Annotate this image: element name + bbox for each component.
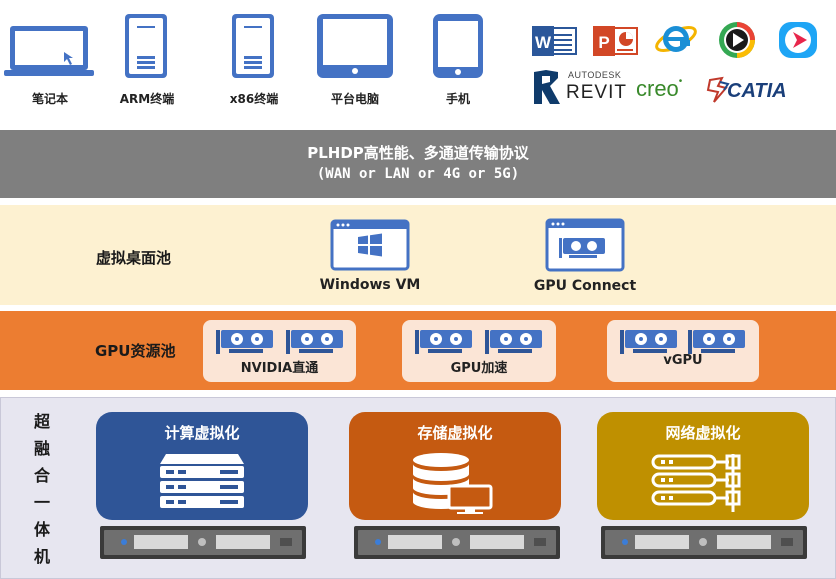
hci-band: 超 融 合 一 体 机 计算虚拟化 存储虚拟化 [0,397,836,579]
gpu-card-acceleration: GPU加速 [402,320,556,382]
network-virtualization-box: 网络虚拟化 [597,412,809,520]
gpu-card-label: GPU加速 [450,361,508,376]
rack-server-icon [601,526,807,559]
protocol-subtitle: (WAN or LAN or 4G or 5G) [316,166,520,182]
revit-name: REVIT [566,82,627,103]
vdi-pool-title: 虚拟桌面池 [96,249,172,267]
vdi-item-label: GPU Connect [533,278,637,294]
virt-box-label: 网络虚拟化 [665,424,741,442]
device-label: 手机 [445,92,470,106]
internet-explorer-icon [655,26,697,52]
video-app-icon [779,22,817,58]
gpu-card-label: NVIDIA直通 [240,361,319,376]
gpu-window-icon [545,218,625,272]
virt-box-label: 存储虚拟化 [417,424,493,442]
thin-client-icon [125,14,167,78]
rack-server-icon [100,526,306,559]
device-tablet: 平台电脑 [305,10,405,110]
gpu-card-icon [415,330,472,354]
hci-title-char: 超 [33,412,50,431]
creo-name: creo [636,76,679,101]
hci-title: 超 融 合 一 体 机 [31,408,53,570]
media-player-icon [719,22,755,58]
phone-icon [433,14,483,78]
hci-title-char: 一 [33,493,50,512]
device-x86-terminal: x86终端 [204,10,304,110]
vdi-pool-band: 虚拟桌面池 Windows VM GPU Connect [0,205,836,305]
creo-logo: creo• [636,76,683,101]
network-icon [651,454,741,512]
gpu-pool-title: GPU资源池 [95,342,176,360]
gpu-card-label: vGPU [663,353,703,368]
gpu-card-icon [216,330,273,354]
powerpoint-letter: P [598,33,609,52]
device-label: x86终端 [229,92,279,106]
virt-box-label: 计算虚拟化 [164,424,240,442]
powerpoint-icon: P [593,26,638,56]
word-letter: W [535,33,552,52]
database-icon [413,453,493,514]
vdi-item-label: Windows VM [319,277,421,293]
word-icon: W [532,26,577,56]
hci-title-char: 机 [33,547,50,566]
protocol-title: PLHDP高性能、多通道传输协议 [307,144,529,162]
gpu-card-icon [688,330,745,354]
device-arm-terminal: ARM终端 [97,10,197,110]
rack-server-icon [354,526,560,559]
compute-virtualization-box: 计算虚拟化 [96,412,308,520]
hci-title-char: 合 [33,466,50,485]
gpu-card-vgpu: vGPU [607,320,759,382]
gpu-pool-band: GPU资源池 NVIDIA直通 [0,311,836,390]
tablet-icon [317,14,393,78]
windows-window-icon [330,219,410,271]
device-laptop: 笔记本 [0,10,100,110]
device-label: 平台电脑 [330,92,379,106]
hci-title-char: 体 [33,520,50,539]
hci-title-char: 融 [33,439,50,458]
vdi-item-gpu-connect: GPU Connect [530,218,640,294]
revit-icon [534,70,560,104]
vdi-item-windows: Windows VM [318,219,422,293]
storage-virtualization-box: 存储虚拟化 [349,412,561,520]
protocol-band: PLHDP高性能、多通道传输协议 (WAN or LAN or 4G or 5G… [0,130,836,198]
catia-name: CATIA [727,80,787,102]
thin-client-icon [232,14,274,78]
gpu-card-icon [485,330,542,354]
device-phone: 手机 [408,10,508,110]
gpu-card-passthrough: NVIDIA直通 [203,320,356,382]
revit-brand: AUTODESK [568,70,622,80]
device-label: 笔记本 [31,92,68,106]
catia-icon [706,76,730,103]
server-stack-icon [160,454,244,508]
laptop-icon [4,26,94,76]
gpu-card-icon [286,330,343,354]
gpu-card-icon [620,330,677,354]
device-label: ARM终端 [119,92,175,106]
